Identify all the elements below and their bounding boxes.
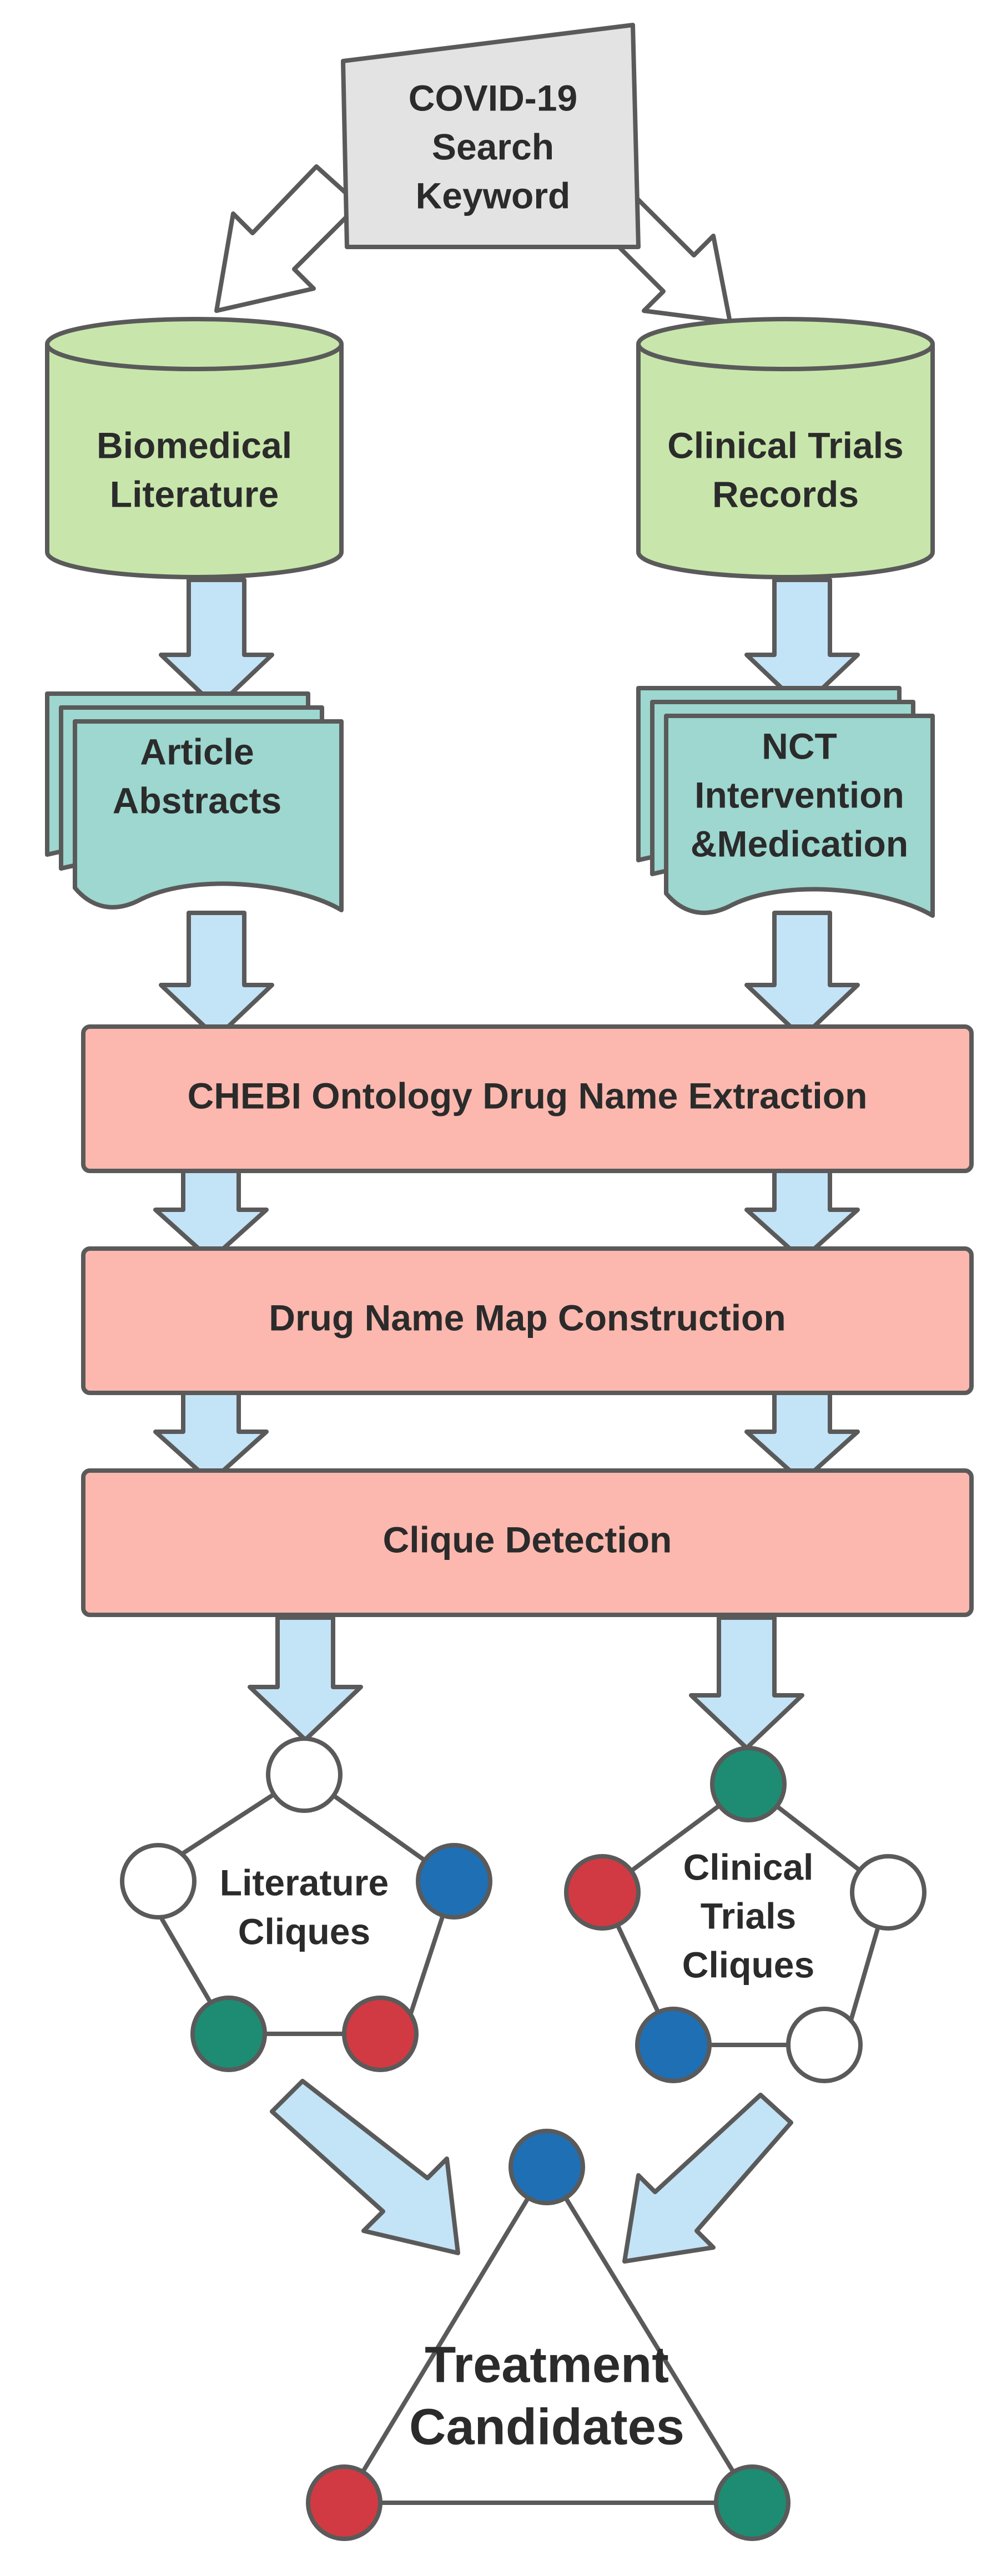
trials-database-line-2: Records [712,473,859,514]
trials-cliques-line-3: Cliques [682,1944,814,1985]
nct-document-stack: NCT Intervention &Medication [636,686,935,918]
trials-database-body [636,344,935,579]
arrow-nct-to-extraction [744,911,860,1040]
treatment-candidates-graph: Treatment Candidates [306,2129,791,2541]
keyword-node: COVID-19 Search Keyword [341,23,641,249]
extraction-step: CHEBI Ontology Drug Name Extraction [81,1024,974,1173]
literature-node-bottom-left [190,1996,267,2072]
arrows [153,164,860,2264]
literature-database: Biomedical Literature [45,317,344,579]
extraction-label: CHEBI Ontology Drug Name Extraction [188,1075,868,1116]
literature-database-body [45,344,344,579]
trials-database-line-1: Clinical Trials [667,425,904,466]
keyword-shape [341,23,641,249]
arrow-keyword-to-trials [611,186,732,324]
nct-line-3: &Medication [691,823,908,864]
arrow-trials-cliques-to-treatment [622,2093,793,2264]
trials-node-top [710,1746,787,1822]
clique-detection-step: Clique Detection [81,1468,974,1617]
nct-line-2: Intervention [694,774,904,815]
map-construction-box [81,1246,974,1395]
literature-node-right [416,1843,492,1920]
treatment-node-bottom-left [306,2464,382,2541]
clique-detection-box [81,1468,974,1617]
trials-node-right [850,1854,927,1931]
treatment-edges [342,2165,754,2505]
map-construction-label: Drug Name Map Construction [269,1297,786,1338]
abstracts-page-front [73,719,344,912]
treatment-node-top [508,2129,585,2205]
literature-database-line-1: Biomedical [97,425,292,466]
literature-cliques-graph: Literature Cliques [120,1736,492,2072]
literature-cliques-line-1: Literature [220,1862,389,1903]
arrow-literature-to-abstracts [159,578,274,710]
trials-node-left [564,1854,641,1931]
trials-cliques-line-1: Clinical [683,1846,814,1887]
extraction-box [81,1024,974,1173]
arrow-keyword-to-literature [214,164,360,313]
literature-cliques-line-2: Cliques [238,1911,370,1952]
arrow-literature-cliques-to-treatment [270,2079,460,2255]
abstracts-line-2: Abstracts [113,780,281,821]
abstracts-line-1: Article [140,731,254,772]
arrow-clique-to-trials-cliques [689,1615,804,1750]
clique-detection-label: Clique Detection [383,1519,672,1560]
arrow-trials-to-nct [744,578,860,710]
trials-cliques-graph: Clinical Trials Cliques [564,1746,927,2083]
treatment-node-bottom-right [714,2464,791,2541]
arrow-clique-to-literature-cliques [248,1615,363,1742]
trials-database-top [636,317,935,371]
keyword-line-2: Search [432,126,554,167]
trials-node-bottom-right [786,2007,863,2083]
literature-database-line-2: Literature [110,473,279,514]
treatment-line-1: Treatment [425,2336,669,2393]
nct-line-1: NCT [762,725,837,766]
trials-cliques-line-2: Trials [701,1895,796,1936]
trials-database: Clinical Trials Records [636,317,935,579]
abstracts-document-stack: Article Abstracts [45,691,344,912]
treatment-line-2: Candidates [409,2398,684,2455]
trials-node-bottom-left [635,2007,712,2083]
map-construction-step: Drug Name Map Construction [81,1246,974,1395]
literature-database-top [45,317,344,371]
nct-page-front [664,714,935,918]
keyword-line-1: COVID-19 [409,77,577,118]
literature-node-top [266,1736,343,1813]
arrow-abstracts-to-extraction [159,911,274,1040]
literature-node-left [120,1843,197,1920]
literature-node-bottom-right [342,1996,419,2072]
keyword-line-3: Keyword [416,175,571,216]
